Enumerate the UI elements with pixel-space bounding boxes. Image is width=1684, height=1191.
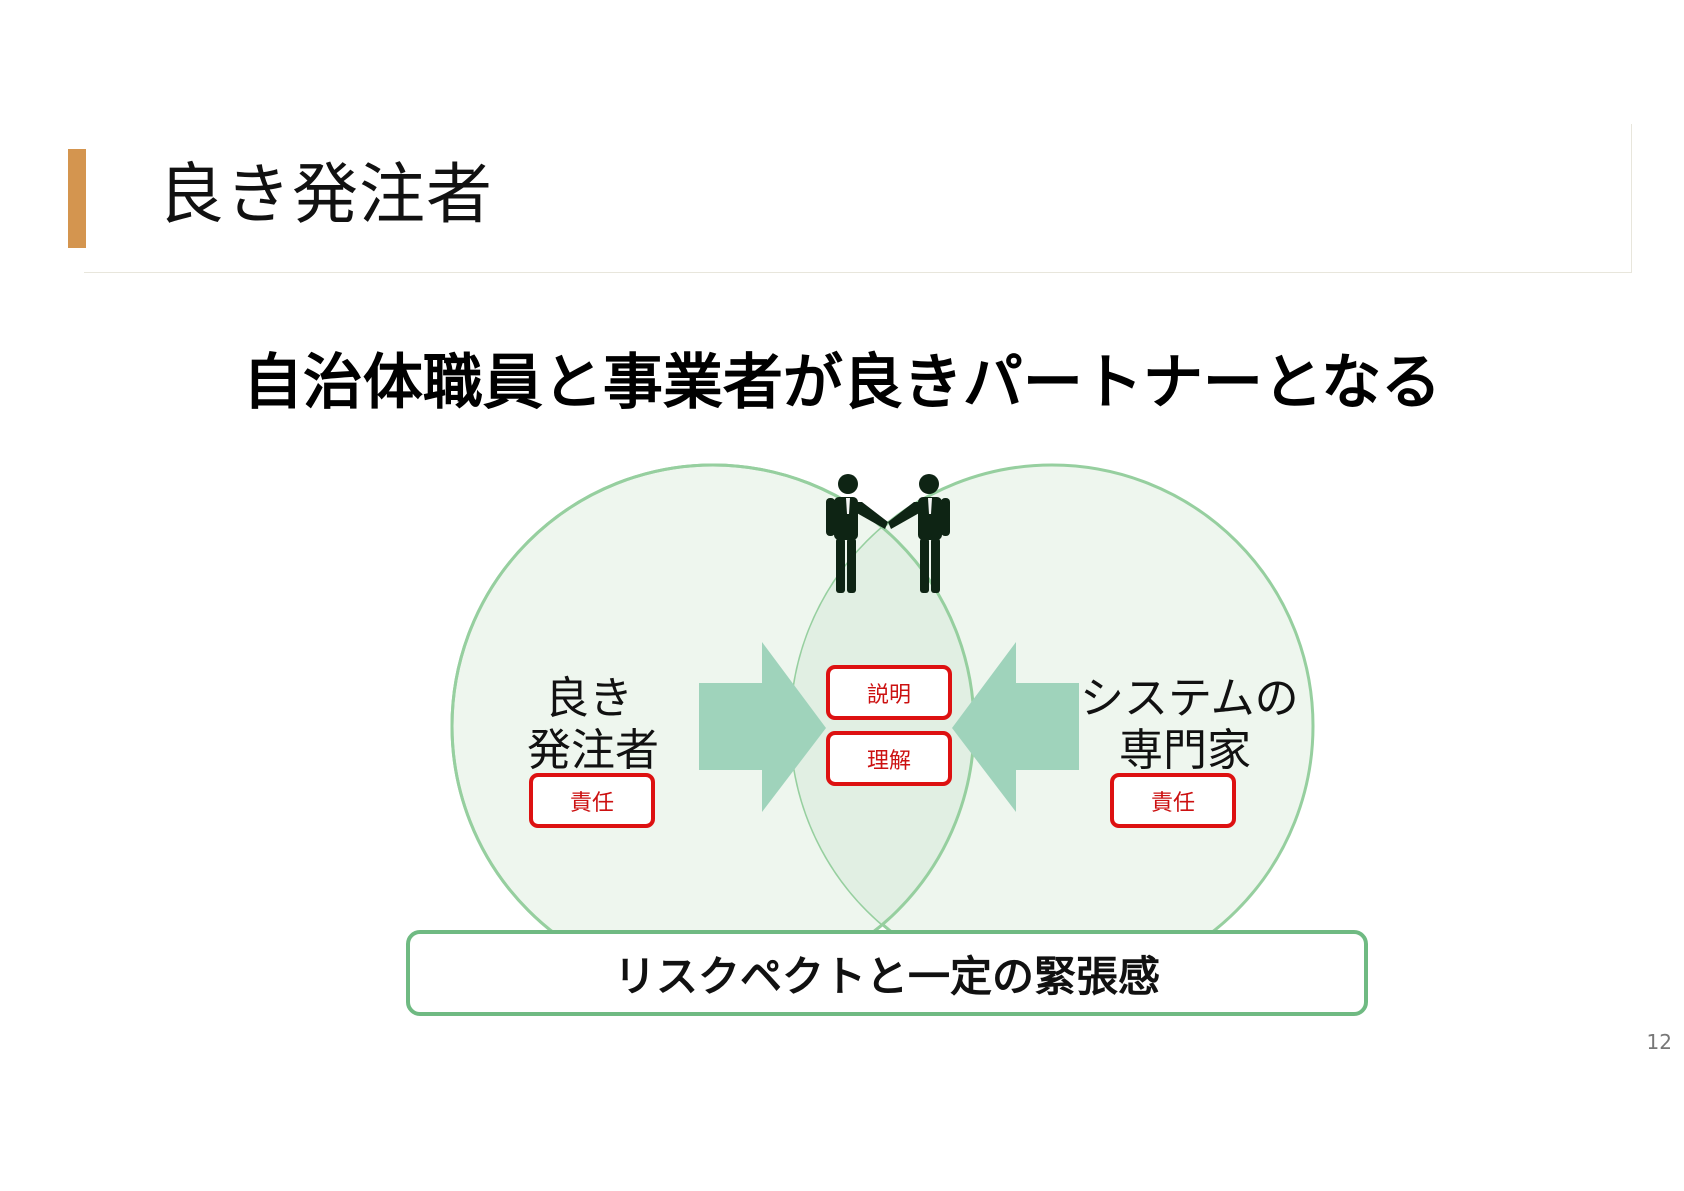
right-party-label: システムの 専門家 [1080,673,1299,777]
right-party-line1: システムの [1080,673,1299,724]
headline: 自治体職員と事業者が良きパートナーとなる [242,348,1442,418]
left-responsibility-badge: 責任 [529,773,655,828]
slide-title: 良き発注者 [158,156,493,233]
foundation-box: リスクペクトと一定の緊張感 [406,930,1368,1016]
handshake-icon [826,474,950,593]
title-accent-bar [68,149,86,248]
explanation-badge: 説明 [826,665,952,720]
understanding-badge: 理解 [826,731,952,786]
title-frame [84,124,1632,273]
right-responsibility-badge: 責任 [1110,773,1236,828]
arrow-right-icon [699,642,826,812]
left-party-line1: 良き [545,673,633,724]
overlap-area [791,465,974,934]
left-party-label: 良き 発注者 [527,673,659,777]
foundation-text: リスクペクトと一定の緊張感 [613,951,1160,1001]
right-party-line2: 専門家 [1119,725,1251,776]
left-party-line2: 発注者 [527,725,659,776]
page-number: 12 [1646,1030,1672,1054]
arrow-left-icon [952,642,1079,812]
